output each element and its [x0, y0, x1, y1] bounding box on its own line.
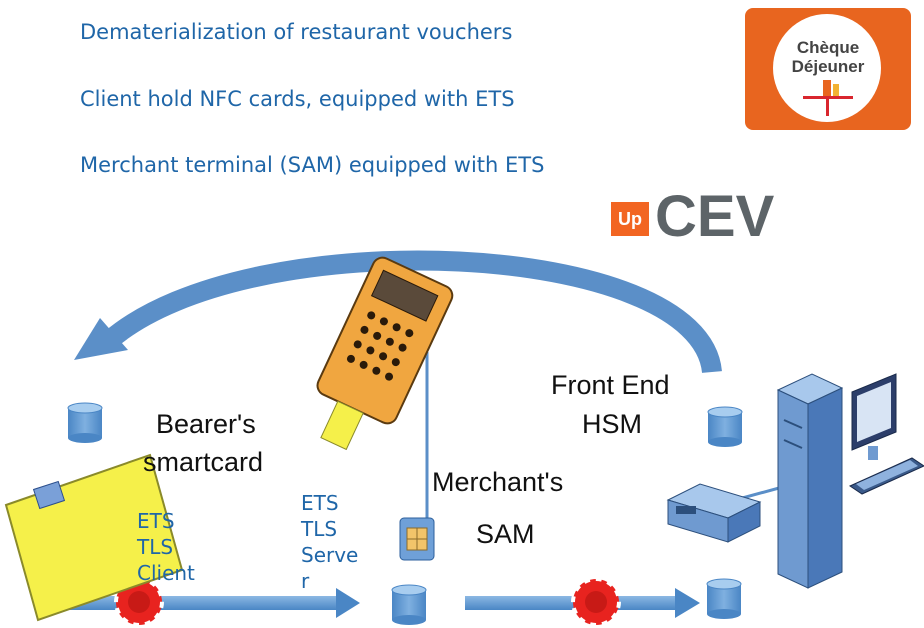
client-stack-ets: ETS	[137, 509, 175, 533]
database-icon-bearer	[67, 402, 103, 443]
logo-dejeuner-text: Déjeuner	[791, 57, 865, 76]
return-curved-arrow	[103, 250, 722, 374]
arrow-sam-to-hsm-head	[675, 588, 700, 618]
server-stack-r: r	[301, 569, 310, 593]
cev-logo-text: CEV	[655, 184, 775, 249]
cheque-dejeuner-logo: Chèque Déjeuner	[745, 8, 911, 130]
merchant-label-line2: SAM	[476, 519, 535, 549]
bearer-label-line2: smartcard	[143, 447, 264, 477]
security-token-2	[571, 577, 621, 627]
database-icon-frontend	[707, 406, 743, 447]
server-protocol-stack: ETS TLS Serve r	[301, 490, 358, 594]
smartcard-icon	[4, 453, 184, 622]
keyboard-icon	[848, 457, 924, 495]
logo-cheque-text: Chèque	[796, 38, 860, 57]
bullet-merchant-terminal: Merchant terminal (SAM) equipped with ET…	[80, 153, 545, 177]
arrow-card-to-sam-head	[336, 588, 360, 618]
server-tower-icon	[776, 373, 844, 589]
server-stack-tls: TLS	[301, 517, 338, 541]
server-stack-ets: ETS	[301, 491, 339, 515]
client-stack-client: Client	[137, 561, 195, 585]
curved-arrow-head	[74, 318, 128, 360]
payment-terminal-icon	[316, 256, 454, 451]
up-logo: Up	[611, 202, 649, 236]
frontend-label-line1: Front End	[551, 370, 670, 400]
server-stack-serve: Serve	[301, 543, 359, 567]
logo-fork-icon	[803, 80, 853, 116]
client-protocol-stack: ETS TLS Client	[137, 508, 195, 586]
merchant-label-line1: Merchant's	[432, 467, 564, 497]
security-token-1	[114, 577, 164, 627]
bullet-dematerialization: Dematerialization of restaurant vouchers	[80, 20, 513, 44]
arrow-card-to-sam-shaft	[66, 596, 336, 610]
arrow-sam-to-hsm-shaft	[465, 596, 675, 610]
bullet-client-nfc: Client hold NFC cards, equipped with ETS	[80, 87, 515, 111]
sam-chip-icon	[399, 517, 435, 561]
database-icon-hsm	[706, 578, 742, 619]
frontend-label-line2: HSM	[582, 409, 642, 439]
client-stack-tls: TLS	[137, 535, 174, 559]
hsm-device-icon	[666, 483, 762, 543]
database-icon-sam	[391, 584, 427, 625]
monitor-icon	[851, 373, 897, 460]
bearer-label-line1: Bearer's	[156, 409, 256, 439]
